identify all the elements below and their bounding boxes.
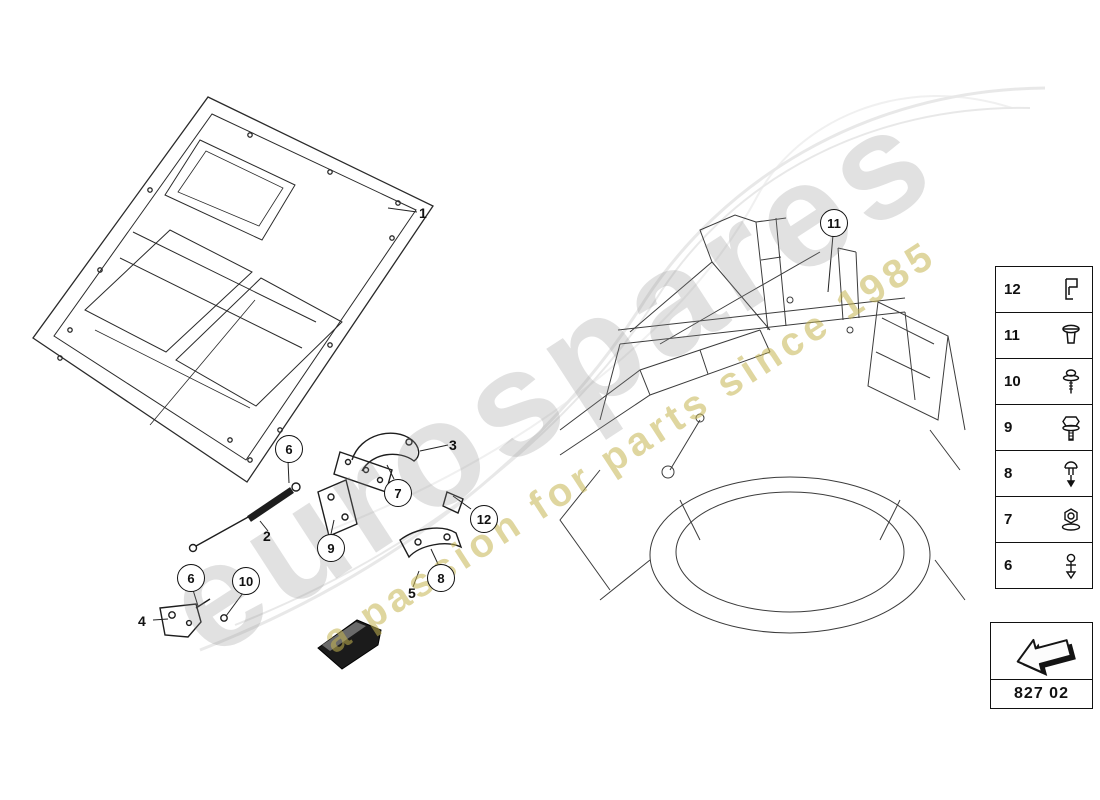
expanding-rivet-icon (1064, 460, 1078, 487)
clip-nut-icon (1065, 553, 1077, 579)
hinge-and-strut-parts (159, 432, 464, 638)
chassis-drawing (559, 214, 966, 634)
part-group-box[interactable]: 827 02 (990, 622, 1093, 709)
legend-row-12[interactable]: 12 (996, 267, 1092, 313)
legend-row-10[interactable]: 10 (996, 359, 1092, 405)
callout-4[interactable]: 4 (138, 613, 146, 629)
screw-washer-icon (1062, 368, 1080, 393)
callout-5[interactable]: 5 (408, 585, 416, 601)
callout-6-upper[interactable]: 6 (275, 435, 303, 463)
legend-row-6[interactable]: 6 (996, 543, 1092, 588)
callout-2[interactable]: 2 (263, 528, 271, 544)
legend-number: 6 (1004, 557, 1013, 574)
callout-6-lower[interactable]: 6 (177, 564, 205, 592)
callout-12[interactable]: 12 (470, 505, 498, 533)
callout-8[interactable]: 8 (427, 564, 455, 592)
leader-lines (152, 207, 834, 621)
callout-9[interactable]: 9 (317, 534, 345, 562)
part-group-code: 827 02 (991, 679, 1092, 708)
callout-1[interactable]: 1 (419, 205, 427, 221)
legend-row-8[interactable]: 8 (996, 451, 1092, 497)
legend-number: 12 (1004, 281, 1021, 298)
callout-3[interactable]: 3 (449, 437, 457, 453)
flange-bolt-icon (1062, 415, 1080, 441)
hood-drawing (32, 96, 434, 483)
push-plug-icon (1062, 324, 1080, 344)
legend-panel: 12 11 10 9 8 (995, 266, 1093, 589)
buffer-part (317, 619, 382, 670)
callout-10[interactable]: 10 (232, 567, 260, 595)
legend-number: 10 (1004, 373, 1021, 390)
callout-11[interactable]: 11 (820, 209, 848, 237)
legend-row-7[interactable]: 7 (996, 497, 1092, 543)
legend-number: 7 (1004, 511, 1013, 528)
legend-number: 8 (1004, 465, 1013, 482)
legend-number: 11 (1004, 327, 1020, 344)
flange-nut-icon (1061, 507, 1081, 531)
arrow-icon (1016, 638, 1076, 677)
callout-7[interactable]: 7 (384, 479, 412, 507)
spring-clip-icon (1065, 277, 1078, 300)
legend-row-9[interactable]: 9 (996, 405, 1092, 451)
part-group-arrow (991, 623, 1092, 679)
watermark-swoosh-curves (199, 86, 1046, 652)
legend-number: 9 (1004, 419, 1013, 436)
legend-row-11[interactable]: 11 (996, 313, 1092, 359)
